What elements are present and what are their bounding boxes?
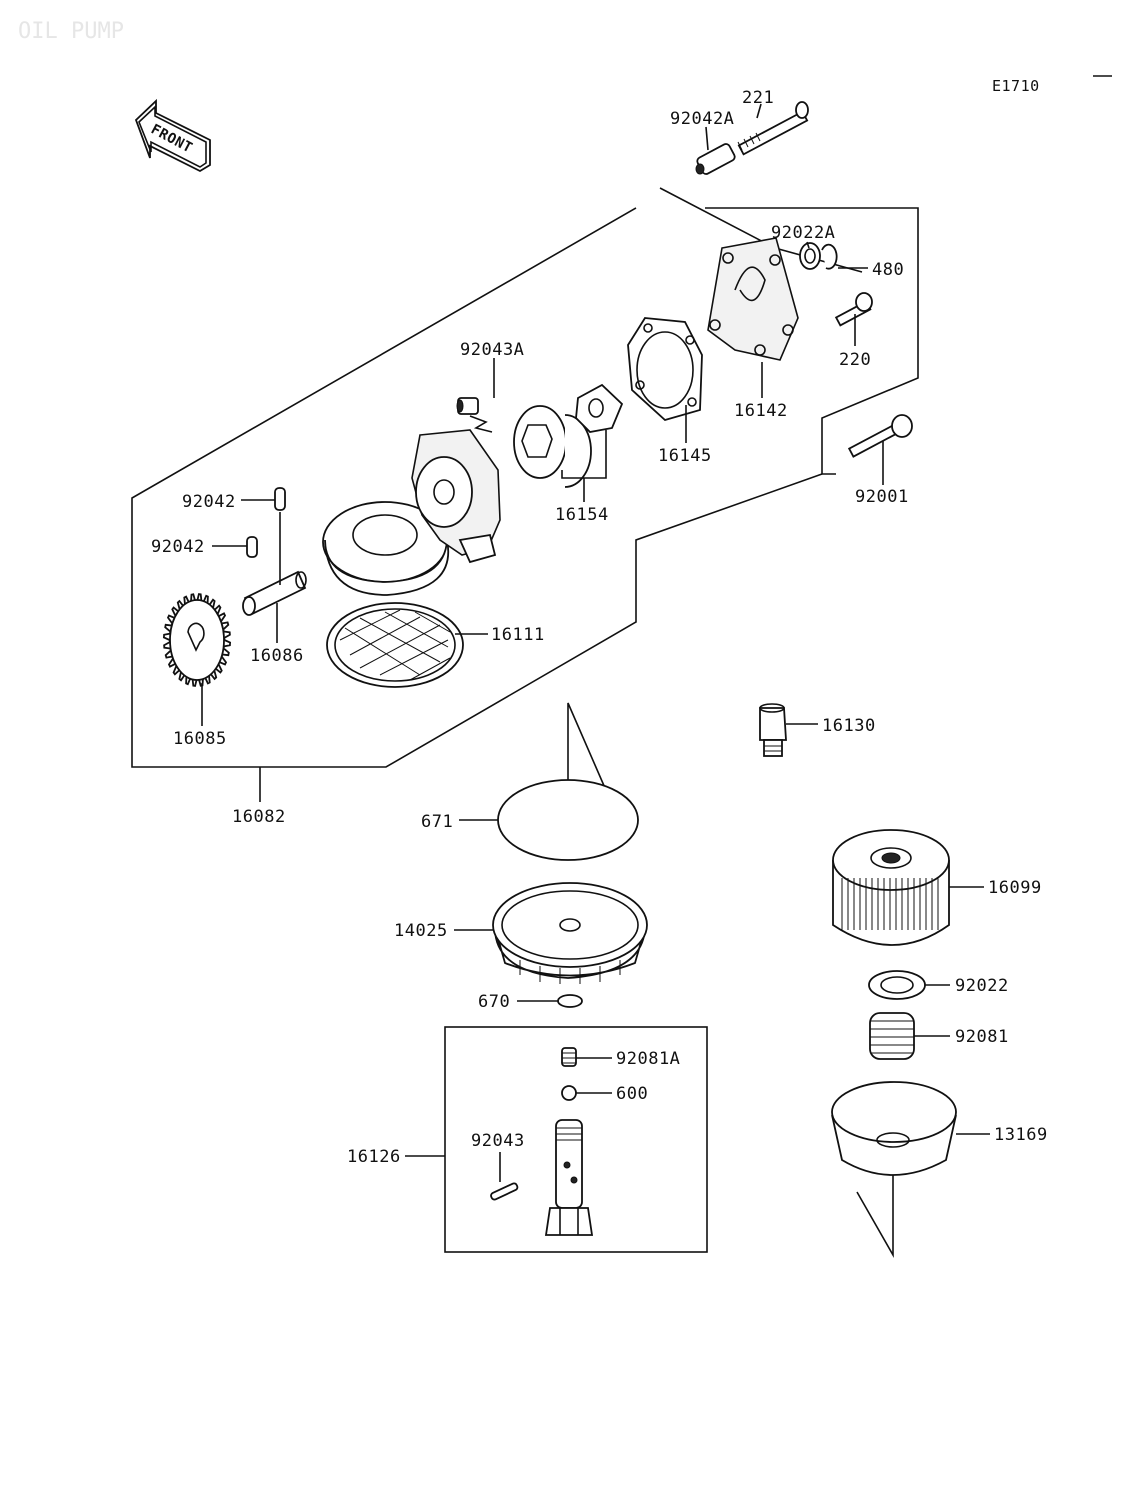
callout-600: 600	[616, 1084, 648, 1104]
callout-16099: 16099	[988, 878, 1042, 898]
leader-lines	[201, 103, 990, 1182]
pin-92042-upper	[274, 487, 286, 511]
callout-16086: 16086	[250, 646, 304, 666]
spring-92081	[869, 1012, 915, 1060]
callout-92001: 92001	[855, 487, 909, 507]
dowel-92042A	[695, 143, 736, 175]
spring-92081A	[561, 1047, 577, 1067]
callout-92081A: 92081A	[616, 1049, 680, 1069]
callout-92081: 92081	[955, 1027, 1009, 1047]
callout-671: 671	[421, 812, 453, 832]
ball-600	[561, 1085, 577, 1101]
relief-valve-16126	[544, 1119, 594, 1236]
oil-filter-16099	[832, 829, 950, 946]
callout-16126: 16126	[347, 1147, 401, 1167]
callout-92042A: 92042A	[670, 109, 734, 129]
washer-92022A	[799, 242, 821, 270]
callout-92043: 92043	[471, 1131, 525, 1151]
filter-cover-13169	[831, 1081, 957, 1176]
oil-screen-16111	[326, 602, 464, 688]
callout-220: 220	[839, 350, 871, 370]
pin-92042-lower	[246, 536, 258, 558]
pin-92043	[490, 1182, 519, 1201]
strainer-14025	[492, 882, 648, 984]
callout-13169: 13169	[994, 1125, 1048, 1145]
callout-16145: 16145	[658, 446, 712, 466]
callout-16085: 16085	[173, 729, 227, 749]
rotor-set-16154	[513, 383, 624, 488]
callout-16142: 16142	[734, 401, 788, 421]
callout-14025: 14025	[394, 921, 448, 941]
gear-16085	[162, 593, 232, 687]
callout-16082: 16082	[232, 807, 286, 827]
gasket-16145	[627, 317, 703, 422]
relief-valve-group-box	[444, 1026, 708, 1253]
bolt-92001	[847, 414, 913, 458]
callout-92043A: 92043A	[460, 340, 524, 360]
circlip-480	[821, 243, 838, 270]
dowel-92043A	[456, 397, 493, 433]
callout-92042-upper: 92042	[182, 492, 236, 512]
callout-480: 480	[872, 260, 904, 280]
o-ring-671	[497, 779, 639, 861]
washer-92022A-hole	[804, 248, 816, 264]
callout-92022: 92022	[955, 976, 1009, 996]
callout-221: 221	[742, 88, 774, 108]
washer-92022-hole	[880, 976, 914, 994]
figure-code: E1710	[992, 77, 1040, 95]
callout-16154: 16154	[555, 505, 609, 525]
callout-92042-lower: 92042	[151, 537, 205, 557]
pump-cover-16142	[707, 237, 799, 361]
assembly-outline-16082	[131, 207, 823, 768]
oil-pressure-relief-fitting-16130	[759, 703, 787, 757]
callout-670: 670	[478, 992, 510, 1012]
pump-body-16082	[322, 429, 501, 596]
callout-92022A: 92022A	[771, 223, 835, 243]
callout-16130: 16130	[822, 716, 876, 736]
watermark-title: OIL PUMP	[18, 19, 124, 44]
callout-16111: 16111	[491, 625, 545, 645]
filter-cover-pointer	[856, 1175, 894, 1259]
washer-92022	[868, 970, 926, 1000]
shaft-16086	[242, 512, 307, 616]
o-ring-670	[557, 994, 583, 1008]
assembly-bracket-16082	[705, 207, 919, 475]
screw-220	[834, 292, 873, 327]
bolt-221	[737, 101, 809, 156]
front-arrow-icon: FRONT	[134, 98, 211, 173]
